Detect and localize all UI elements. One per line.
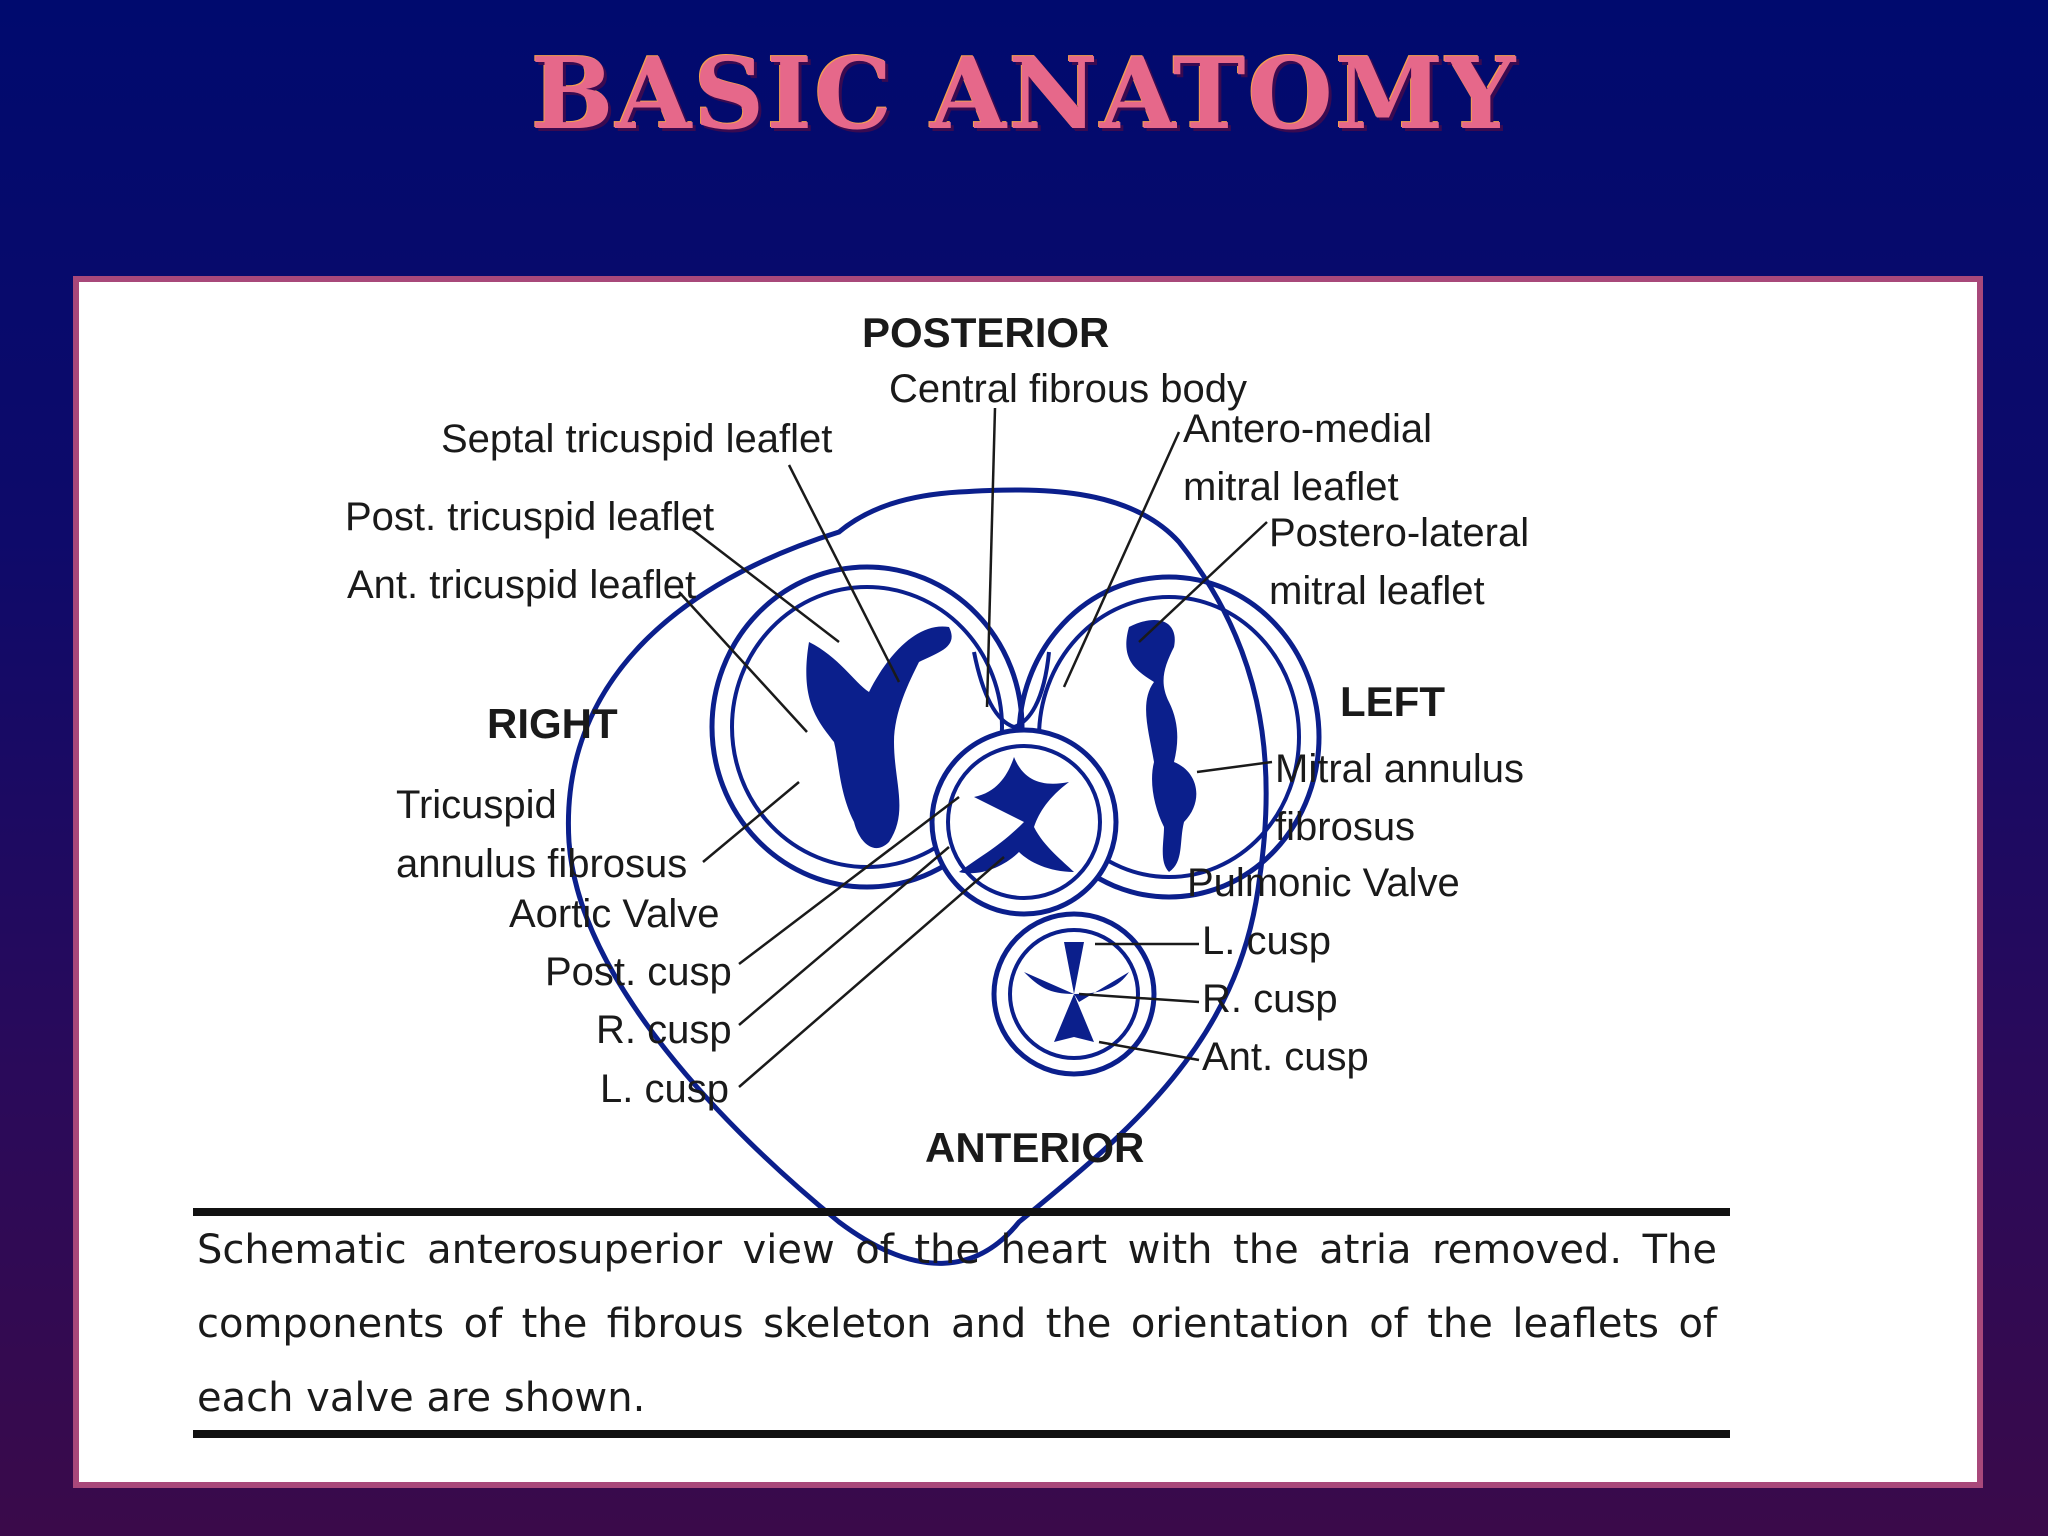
leader-tricuspid-annulus: [702, 781, 800, 863]
leader-aortic-post-cusp: [738, 796, 960, 965]
leader-ant-tricuspid: [678, 591, 808, 733]
tricuspid-annulus-outer: [709, 564, 1025, 890]
leader-postero-lateral: [1138, 521, 1268, 643]
pulmonic-ant-cusp-label: Ant. cusp: [1202, 1035, 1369, 1079]
tricuspid-annulus-label-1: Tricuspid: [396, 783, 557, 827]
caption-bottom-rule: [193, 1430, 1730, 1438]
tricuspid-annulus-label-2: annulus fibrosus: [396, 842, 687, 886]
leader-aortic-r-cusp: [738, 846, 950, 1026]
heart-valve-diagram: POSTERIOR ANTERIOR RIGHT LEFT Central fi…: [345, 309, 1529, 1266]
aortic-l-cusp-label: L. cusp: [600, 1067, 729, 1111]
leader-pulmonic-ant-cusp: [1098, 1040, 1200, 1062]
antero-medial-label-2: mitral leaflet: [1183, 465, 1399, 509]
aortic-post-cusp-label: Post. cusp: [545, 950, 732, 994]
pulmonic-cusps: [1024, 942, 1129, 1042]
antero-medial-label-1: Antero-medial: [1183, 407, 1432, 451]
left-label: LEFT: [1340, 678, 1445, 725]
pulmonic-r-cusp-label: R. cusp: [1202, 977, 1338, 1021]
mitral-annulus-label-1: Mitral annulus: [1275, 747, 1524, 791]
aortic-r-cusp-label: R. cusp: [596, 1008, 732, 1052]
aortic-cusps: [959, 757, 1074, 874]
central-fibrous-body: [972, 651, 1051, 730]
pulmonic-l-cusp-label: L. cusp: [1202, 919, 1331, 963]
leader-mitral-annulus: [1196, 760, 1273, 774]
leader-aortic-l-cusp: [738, 856, 1005, 1088]
leader-central-fibrous-body: [985, 407, 997, 708]
right-label: RIGHT: [487, 700, 618, 747]
leader-post-tricuspid: [688, 526, 840, 643]
anterior-label: ANTERIOR: [925, 1124, 1144, 1171]
leader-lines: [678, 407, 1273, 1088]
pulmonic-valve-label: Pulmonic Valve: [1187, 861, 1460, 905]
aortic-valve-inner: [946, 744, 1102, 900]
aortic-valve-label: Aortic Valve: [509, 892, 719, 936]
figure-panel: POSTERIOR ANTERIOR RIGHT LEFT Central fi…: [73, 276, 1983, 1488]
pulmonic-valve-inner: [1008, 928, 1140, 1060]
figure-caption: Schematic anterosuperior view of the hea…: [197, 1227, 1717, 1421]
central-fibrous-body-label: Central fibrous body: [889, 367, 1247, 411]
mitral-annulus-label-2: fibrosus: [1275, 805, 1415, 849]
post-tricuspid-label: Post. tricuspid leaflet: [345, 495, 714, 539]
slide-title: BASIC ANATOMY: [530, 37, 1518, 152]
postero-lateral-label-1: Postero-lateral: [1269, 511, 1529, 555]
postero-lateral-label-2: mitral leaflet: [1269, 569, 1485, 613]
ant-tricuspid-label: Ant. tricuspid leaflet: [347, 563, 696, 607]
caption-top-rule: [193, 1208, 1730, 1216]
fibrous-skeleton-outline: [565, 487, 1269, 1266]
posterior-label: POSTERIOR: [862, 309, 1109, 356]
leader-septal-tricuspid: [787, 464, 901, 683]
leader-antero-medial: [1062, 431, 1181, 688]
tricuspid-leaflets: [806, 626, 952, 849]
mitral-leaflets: [1126, 619, 1197, 872]
septal-tricuspid-label: Septal tricuspid leaflet: [441, 417, 832, 461]
leader-pulmonic-r-cusp: [1078, 992, 1200, 1004]
